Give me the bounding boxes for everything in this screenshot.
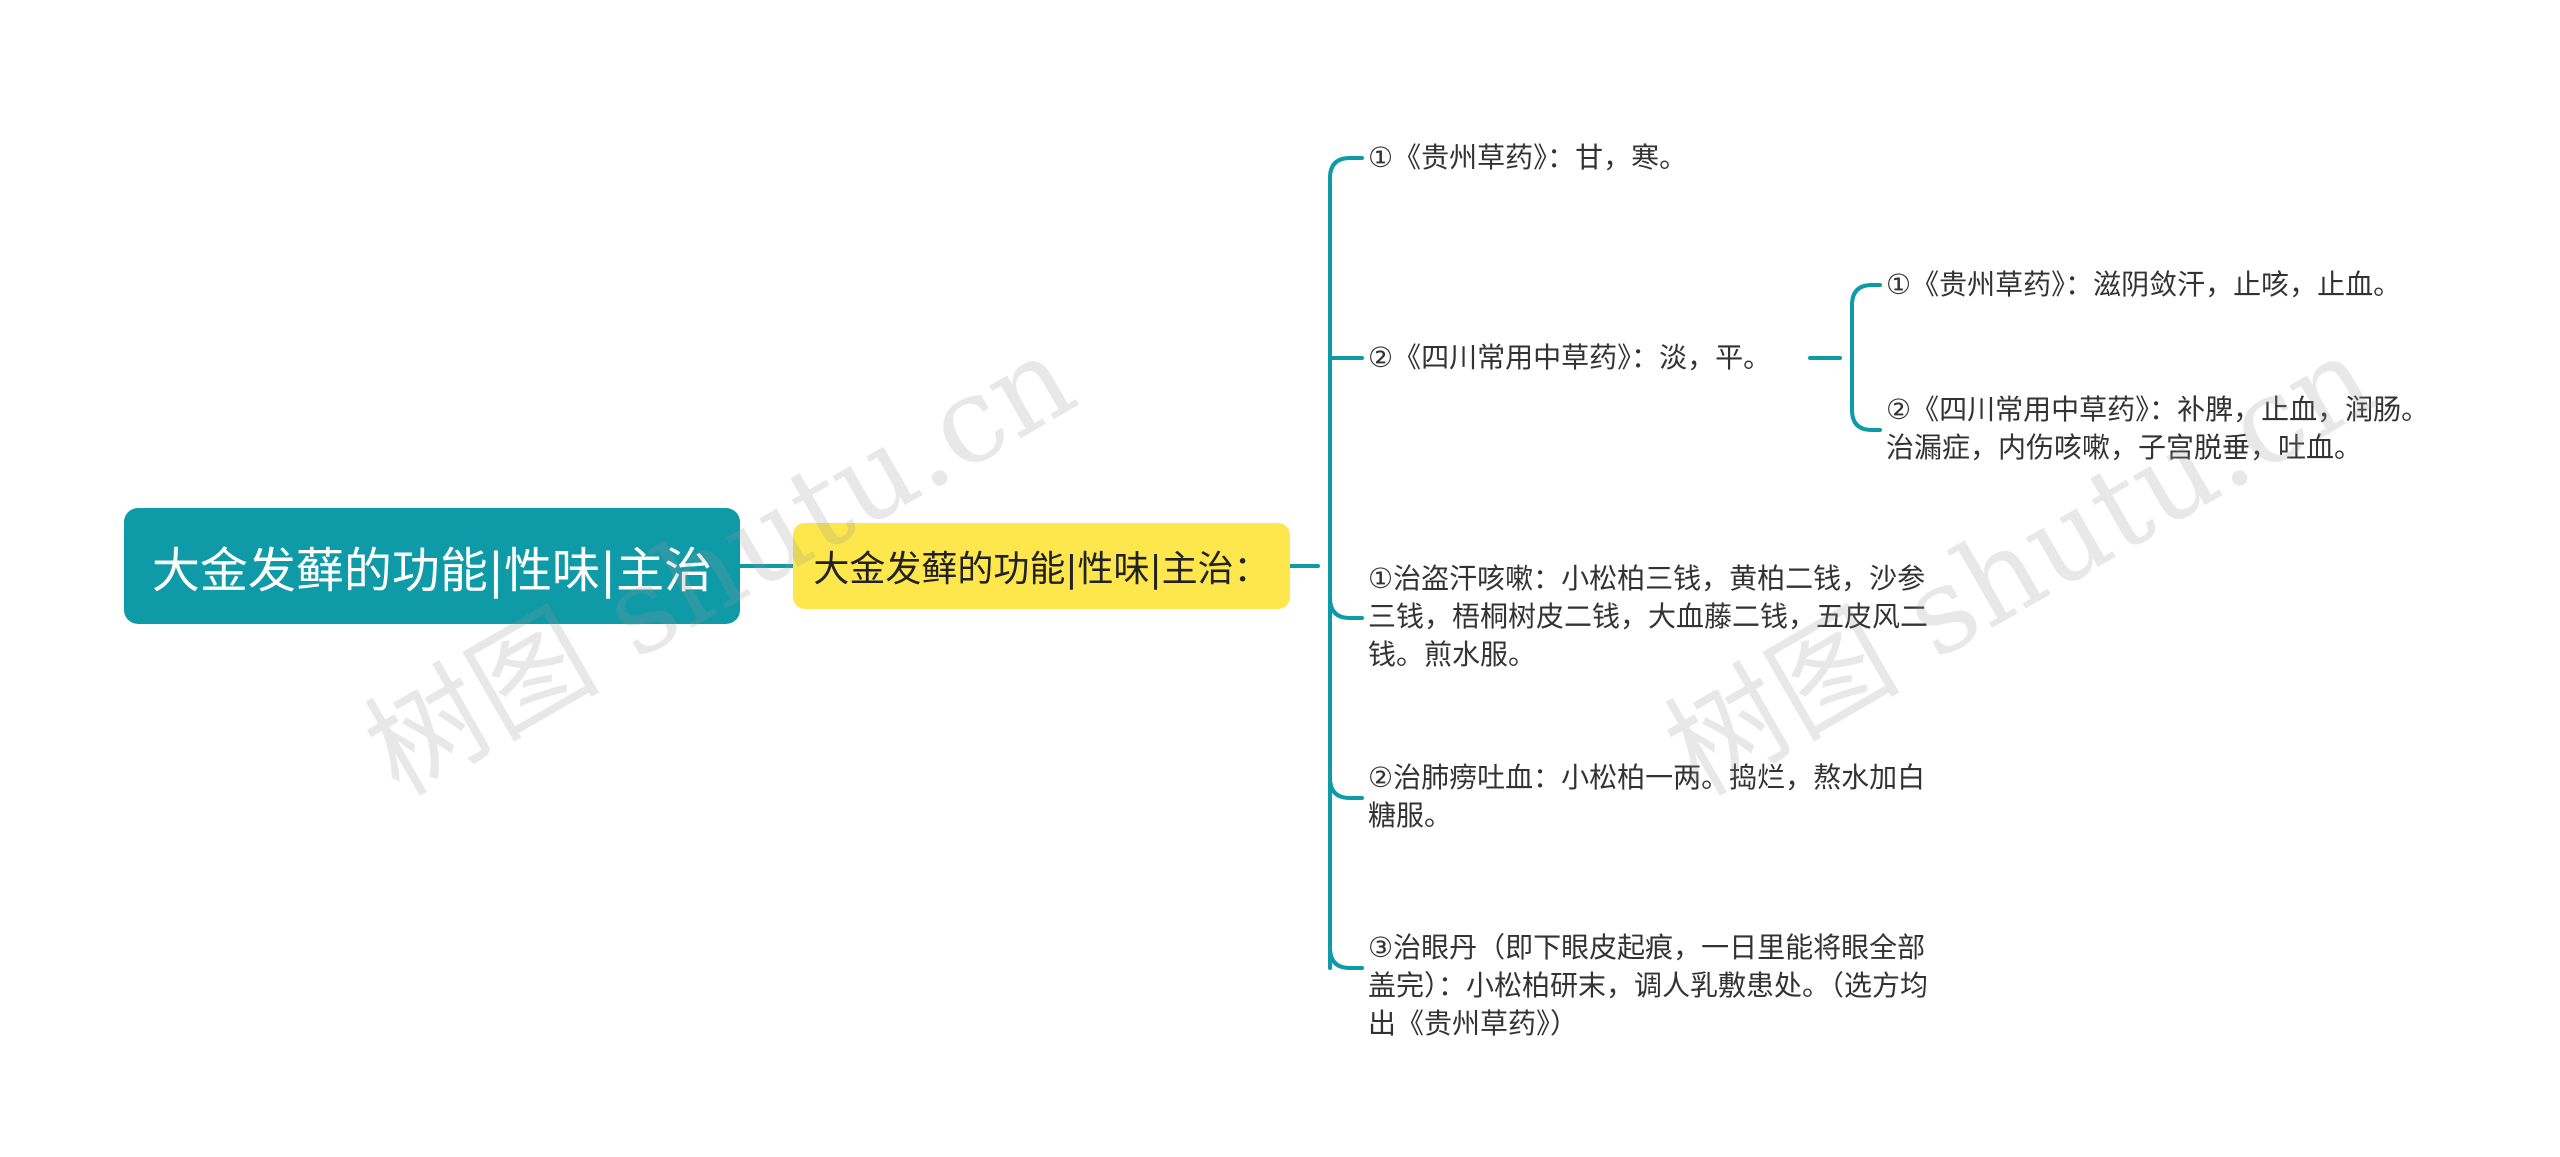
branch-node-label: ①治盗汗咳嗽：小松柏三钱，黄柏二钱，沙参三钱，梧桐树皮二钱，大血藤二钱，五皮风二… — [1368, 562, 1929, 671]
main-topic-label: 大金发藓的功能|性味|主治： — [813, 549, 1270, 590]
branch-node-label: ③治眼丹（即下眼皮起痕，一日里能将眼全部盖完）：小松柏研末，调人乳敷患处。（选方… — [1368, 931, 1929, 1040]
branch-node-4[interactable]: ②治肺痨吐血：小松柏一两。捣烂，熬水加白糖服。 — [1368, 759, 1948, 835]
branch-3-connector — [1328, 596, 1364, 620]
root-topic[interactable]: 大金发藓的功能|性味|主治 — [124, 508, 740, 624]
branch-node-label: ②《四川常用中草药》：淡，平。 — [1368, 341, 1772, 374]
child-1-connector — [1850, 283, 1882, 307]
root-topic-label: 大金发藓的功能|性味|主治 — [151, 543, 713, 599]
branch-node-label: ①《贵州草药》：甘，寒。 — [1368, 141, 1688, 174]
branch-5-connector — [1328, 946, 1364, 970]
child-node-1[interactable]: ①《贵州草药》：滋阴敛汗，止咳，止血。 — [1886, 266, 2446, 304]
child-node-label: ②《四川常用中草药》：补脾，止血，润肠。治漏症，内伤咳嗽，子宫脱垂，吐血。 — [1886, 393, 2430, 464]
child-node-label: ①《贵州草药》：滋阴敛汗，止咳，止血。 — [1886, 268, 2402, 301]
branch-node-label: ②治肺痨吐血：小松柏一两。捣烂，熬水加白糖服。 — [1368, 761, 1926, 832]
child-2-connector — [1850, 408, 1882, 432]
branch-1-connector — [1328, 156, 1364, 180]
branch-node-5[interactable]: ③治眼丹（即下眼皮起痕，一日里能将眼全部盖完）：小松柏研末，调人乳敷患处。（选方… — [1368, 929, 1948, 1043]
branch-node-3[interactable]: ①治盗汗咳嗽：小松柏三钱，黄柏二钱，沙参三钱，梧桐树皮二钱，大血藤二钱，五皮风二… — [1368, 560, 1948, 674]
main-topic[interactable]: 大金发藓的功能|性味|主治： — [793, 523, 1290, 609]
branch-node-1[interactable]: ①《贵州草药》：甘，寒。 — [1368, 139, 1888, 177]
branch-node-2[interactable]: ②《四川常用中草药》：淡，平。 — [1368, 339, 1808, 377]
child-node-2[interactable]: ②《四川常用中草药》：补脾，止血，润肠。治漏症，内伤咳嗽，子宫脱垂，吐血。 — [1886, 391, 2446, 467]
branch-4-connector — [1328, 776, 1364, 800]
